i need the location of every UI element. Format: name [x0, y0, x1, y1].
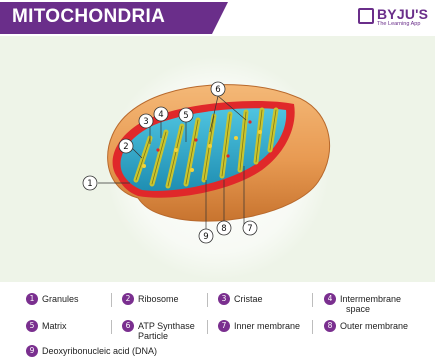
mitochondria-illustration: 1 2 3 4 5 6 7 8 9 — [0, 36, 435, 282]
callout-8-label: 8 — [221, 224, 226, 234]
legend-number-badge: 7 — [218, 320, 230, 332]
legend-number-badge: 5 — [26, 320, 38, 332]
legend-number-badge: 8 — [324, 320, 336, 332]
legend-number-badge: 2 — [122, 293, 134, 305]
legend-number-badge: 1 — [26, 293, 38, 305]
legend-label: Cristae — [234, 294, 263, 304]
legend-number-badge: 9 — [26, 345, 38, 357]
legend-number-badge: 4 — [324, 293, 336, 305]
logo-mark-icon — [358, 8, 374, 24]
mitochondria-diagram: 1 2 3 4 5 6 7 8 9 — [0, 36, 435, 282]
legend-divider — [111, 320, 112, 334]
legend-number-badge: 6 — [122, 320, 134, 332]
legend-label-line2: space — [346, 304, 370, 314]
callout-4-label: 4 — [158, 110, 163, 120]
legend: 1 Granules 2 Ribosome 3 Cristae 4 Interm… — [0, 282, 435, 364]
legend-label: Inner membrane — [234, 321, 300, 331]
callout-3-label: 3 — [143, 117, 148, 127]
legend-label: Deoxyribonucleic acid (DNA) — [42, 346, 157, 356]
legend-divider — [312, 320, 313, 334]
legend-label: Outer membrane — [340, 321, 408, 331]
legend-label: Granules — [42, 294, 79, 304]
legend-label: Intermembrane — [340, 294, 401, 304]
callout-5-label: 5 — [183, 111, 188, 121]
header: MITOCHONDRIA BYJU'S The Learning App — [0, 0, 435, 36]
page-title: MITOCHONDRIA — [12, 6, 165, 28]
brand-name: BYJU'S — [377, 6, 428, 22]
brand-logo: BYJU'S The Learning App — [358, 6, 435, 32]
legend-label: Ribosome — [138, 294, 179, 304]
callout-7-label: 7 — [247, 224, 252, 234]
legend-label: ATP Synthase — [138, 321, 195, 331]
legend-label-line2: Particle — [138, 331, 168, 341]
legend-divider — [207, 320, 208, 334]
callout-2-label: 2 — [123, 142, 128, 152]
legend-number-badge: 3 — [218, 293, 230, 305]
brand-tagline: The Learning App — [377, 21, 420, 27]
legend-label: Matrix — [42, 321, 67, 331]
callout-1-label: 1 — [87, 179, 92, 189]
legend-divider — [111, 293, 112, 307]
legend-divider — [312, 293, 313, 307]
callout-6-label: 6 — [215, 85, 220, 95]
legend-divider — [207, 293, 208, 307]
callout-9-label: 9 — [203, 232, 208, 242]
